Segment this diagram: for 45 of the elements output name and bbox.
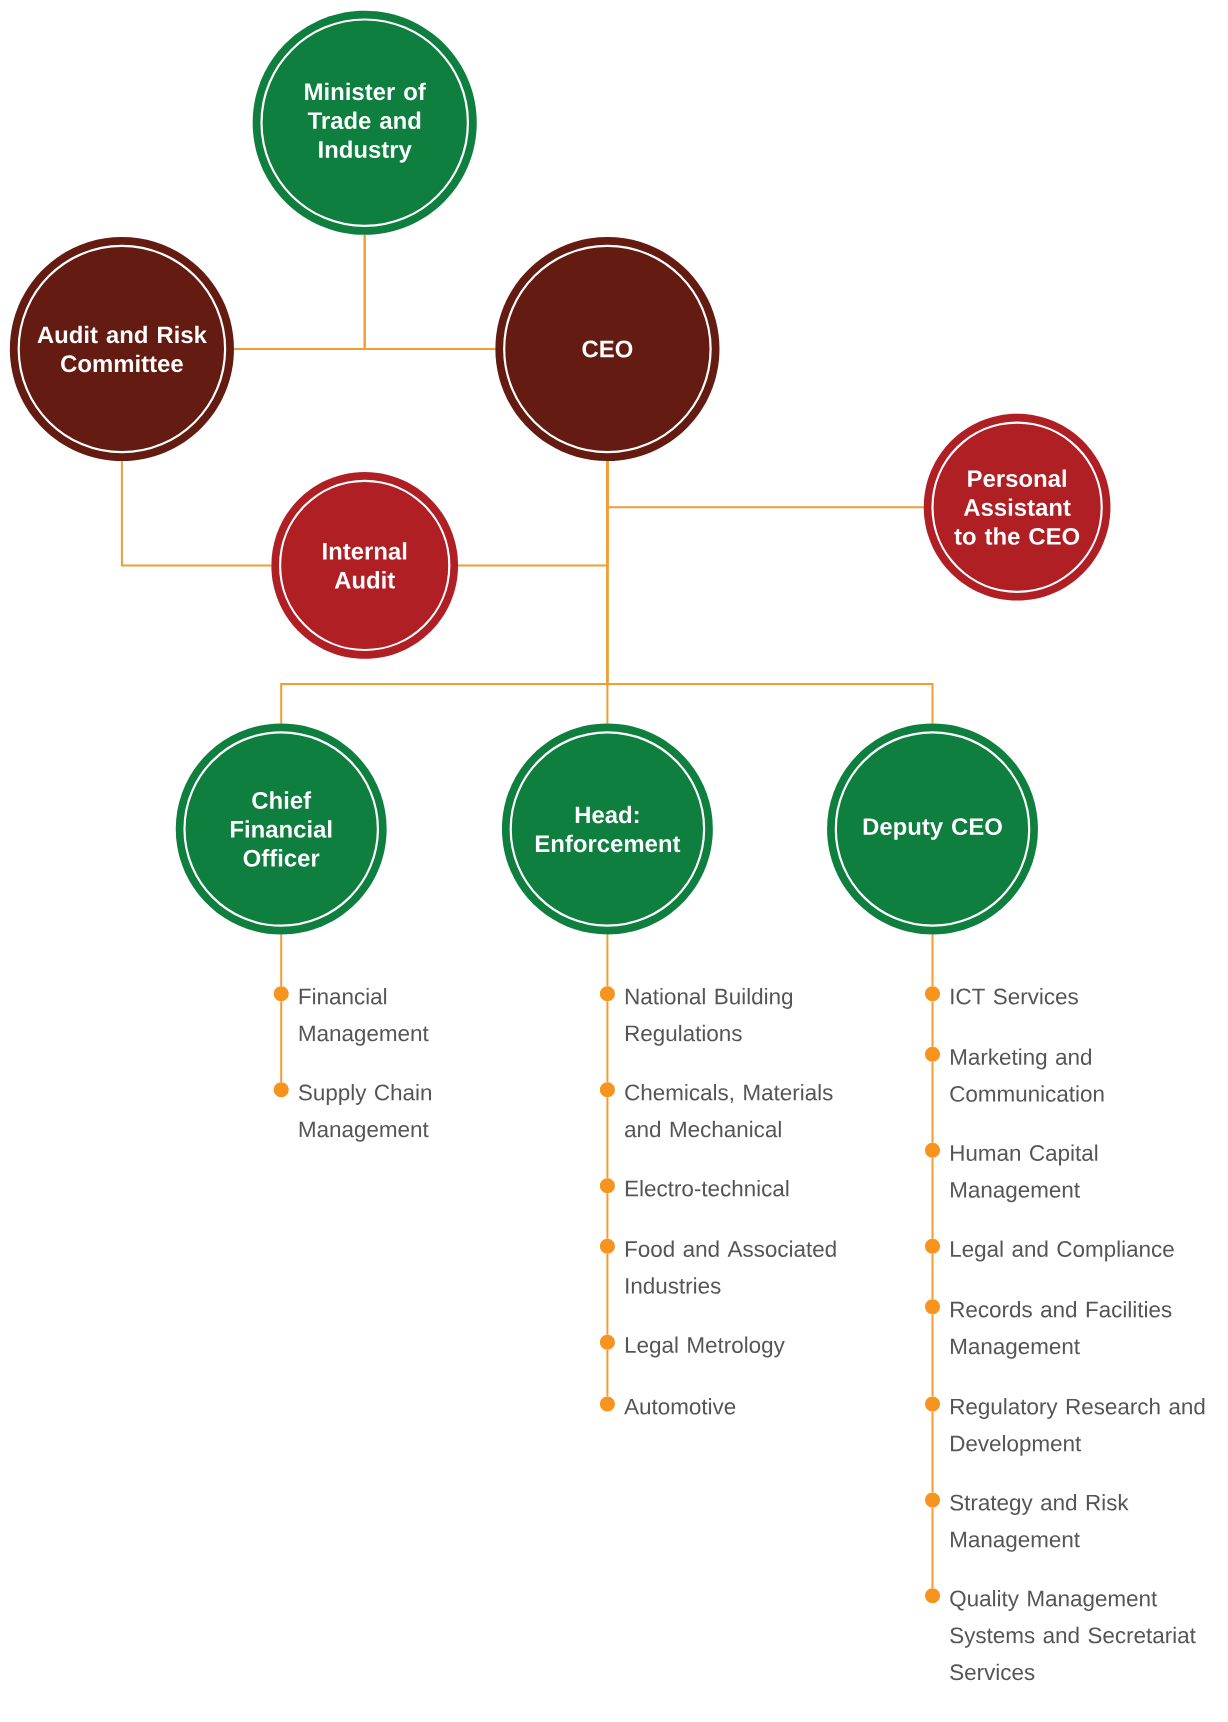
bullet-item: Food and Associated Industries: [599, 1238, 836, 1294]
connector-line: [120, 460, 273, 567]
node-label: Supply Chain Management: [298, 1083, 431, 1142]
connector-line: [931, 1060, 934, 1144]
connector-line: [931, 933, 934, 988]
connector-line: [931, 1156, 934, 1240]
connector-line: [606, 1252, 609, 1336]
connector-line: [931, 1506, 934, 1590]
bullet-item: Regulatory Research and Development: [925, 1396, 1205, 1456]
connector-line: [606, 933, 609, 988]
connector-line: [280, 933, 283, 988]
connector-line: [931, 1000, 934, 1048]
bullet-item: Human Capital Management: [925, 1142, 1098, 1203]
bullet-item: National Building Regulations: [599, 986, 793, 1046]
node-label: Legal and Compliance: [951, 1240, 1174, 1262]
node-label: Strategy and Risk Management: [950, 1494, 1129, 1552]
bullet-item: Legal and Compliance: [925, 1238, 1174, 1262]
connector-line: [606, 1000, 609, 1084]
connector-line: [606, 460, 934, 725]
bullet-item: Automotive: [599, 1396, 736, 1415]
bullet-item: Supply Chain Management: [273, 1082, 431, 1142]
node-label: Human Capital Management: [951, 1144, 1098, 1203]
bullet-item: Electro-technical: [599, 1178, 789, 1197]
node-label: Automotive: [624, 1398, 736, 1415]
bullet-item: Financial Management: [273, 986, 429, 1046]
bullet-item: Records and Facilities Management: [925, 1299, 1172, 1359]
node-label: ICT Services: [951, 987, 1078, 1005]
bullet-item: Chemicals, Materials and Mechanical: [599, 1082, 833, 1138]
bullet-item: Legal Metrology: [599, 1334, 785, 1358]
bullet-item: Strategy and Risk Management: [925, 1492, 1129, 1552]
connector-line: [363, 233, 497, 350]
connector-line: [606, 1096, 609, 1180]
node-label: Financial Management: [299, 987, 429, 1046]
node-label: Electro-technical: [625, 1179, 789, 1197]
connector-line: [606, 1348, 609, 1398]
bullet-item: Marketing and Communication: [925, 1046, 1104, 1102]
connector-line: [931, 1313, 934, 1398]
connector-line: [280, 1000, 283, 1084]
connector-line: [931, 1252, 934, 1301]
connector-line: [931, 1410, 934, 1494]
node-label: Legal Metrology: [625, 1336, 785, 1358]
bullet-item: ICT Services: [925, 986, 1078, 1005]
bullet-item: Quality Management Systems and Secretariat Services: [925, 1588, 1196, 1681]
node-label: Marketing and Communication: [950, 1048, 1104, 1102]
connector-line: [606, 1192, 609, 1240]
